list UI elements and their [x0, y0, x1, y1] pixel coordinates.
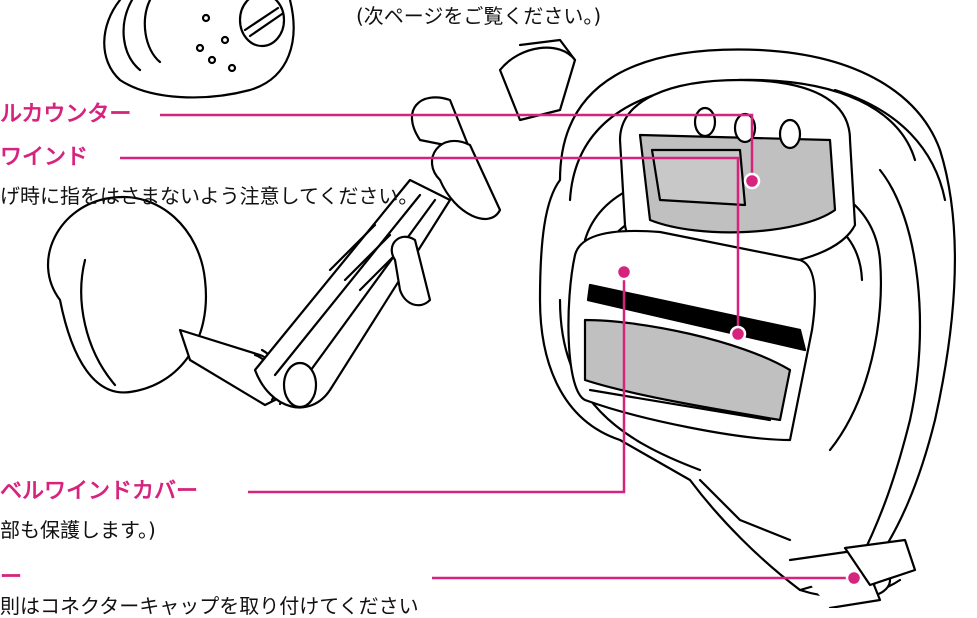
bottom-note: 則はコネクターキャップを取り付けてください	[0, 594, 419, 618]
bottom-dot	[845, 569, 863, 587]
counter-label: ルカウンター	[0, 102, 132, 127]
star-drag	[410, 38, 577, 221]
bottom-label: ー	[0, 565, 23, 590]
levelwind-label: ワインド	[0, 145, 89, 170]
handle-knob	[47, 195, 286, 407]
top-note: (次ページをご覧ください。)	[356, 4, 602, 28]
counter-leader	[160, 113, 754, 180]
cover-leader	[248, 272, 626, 494]
levelwind-window	[567, 229, 816, 442]
levelwind-note: げ時に指をはさまないよう注意してください。	[0, 184, 419, 208]
levelwind-leader	[120, 156, 740, 333]
cover-note: 部も保護します。)	[0, 518, 156, 542]
handle-arm	[253, 178, 452, 409]
cover-label: ベルワインドカバー	[0, 479, 199, 504]
knob-part	[103, 0, 295, 99]
cover-dot	[615, 263, 633, 281]
counter-dot	[743, 172, 761, 190]
levelwind-dot	[729, 325, 747, 343]
